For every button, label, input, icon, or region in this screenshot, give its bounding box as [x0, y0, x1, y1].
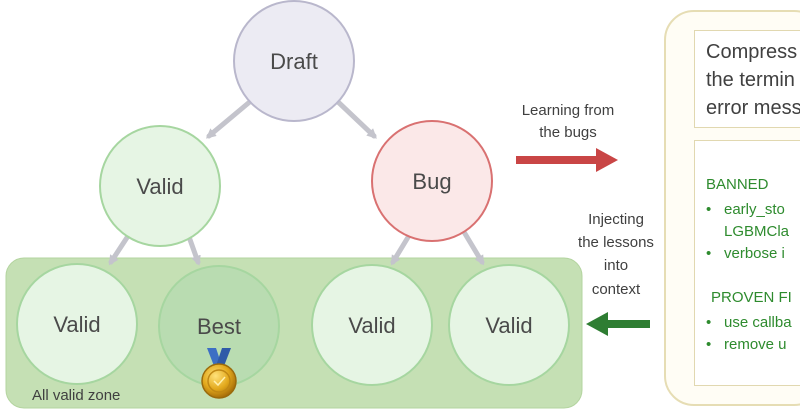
valid-zone-label: All valid zone [32, 387, 120, 404]
node-best: Best [158, 265, 280, 387]
node-valid-rr: Valid [448, 264, 570, 386]
proven-item: remove u [706, 334, 800, 356]
node-valid-ll-label: Valid [53, 312, 100, 337]
learning-annotation: Learning from the bugs [522, 102, 615, 141]
summary-box [694, 30, 800, 128]
tree-arrows [108, 97, 485, 266]
banned-item: LGBMCla [724, 223, 790, 240]
banned-list: early_sto LGBMCla verbose i [706, 199, 800, 265]
rules-list: BANNED early_sto LGBMCla verbose i PROVE… [706, 176, 800, 356]
learning-line-2: the bugs [539, 124, 597, 141]
injecting-line-4: context [592, 281, 641, 298]
green-arrow-icon [586, 312, 650, 336]
injecting-annotation: Injecting the lessons into context [578, 211, 654, 298]
summary-line-3: error mess [706, 97, 800, 119]
summary-line-1: Compress [706, 41, 798, 63]
node-valid-left: Valid [99, 125, 221, 247]
proven-list: use callba remove u [706, 312, 800, 356]
node-draft: Draft [233, 0, 355, 122]
banned-item: verbose i [706, 243, 800, 265]
banned-item: early_sto [706, 199, 800, 221]
injecting-line-1: Injecting [588, 211, 644, 228]
node-valid-rl: Valid [311, 264, 433, 386]
node-valid-rl-label: Valid [348, 313, 395, 338]
learning-line-1: Learning from [522, 102, 615, 119]
banned-heading: BANNED [706, 176, 769, 193]
node-bug-label: Bug [412, 169, 451, 194]
node-valid-rr-label: Valid [485, 313, 532, 338]
node-valid-ll: Valid [16, 263, 138, 385]
red-arrow-icon [516, 148, 618, 172]
node-bug: Bug [371, 120, 493, 242]
gold-medal-icon [201, 348, 237, 399]
node-best-label: Best [197, 314, 241, 339]
proven-item: use callba [706, 312, 800, 334]
summary-line-2: the termin [706, 69, 795, 91]
summary-text: Compress the termin error mess [706, 38, 800, 122]
injecting-line-3: into [604, 257, 628, 274]
node-valid-left-label: Valid [136, 174, 183, 199]
node-draft-label: Draft [270, 49, 318, 74]
valid-zone [5, 257, 583, 409]
proven-heading: PROVEN FI [711, 289, 792, 306]
injecting-line-2: the lessons [578, 234, 654, 251]
